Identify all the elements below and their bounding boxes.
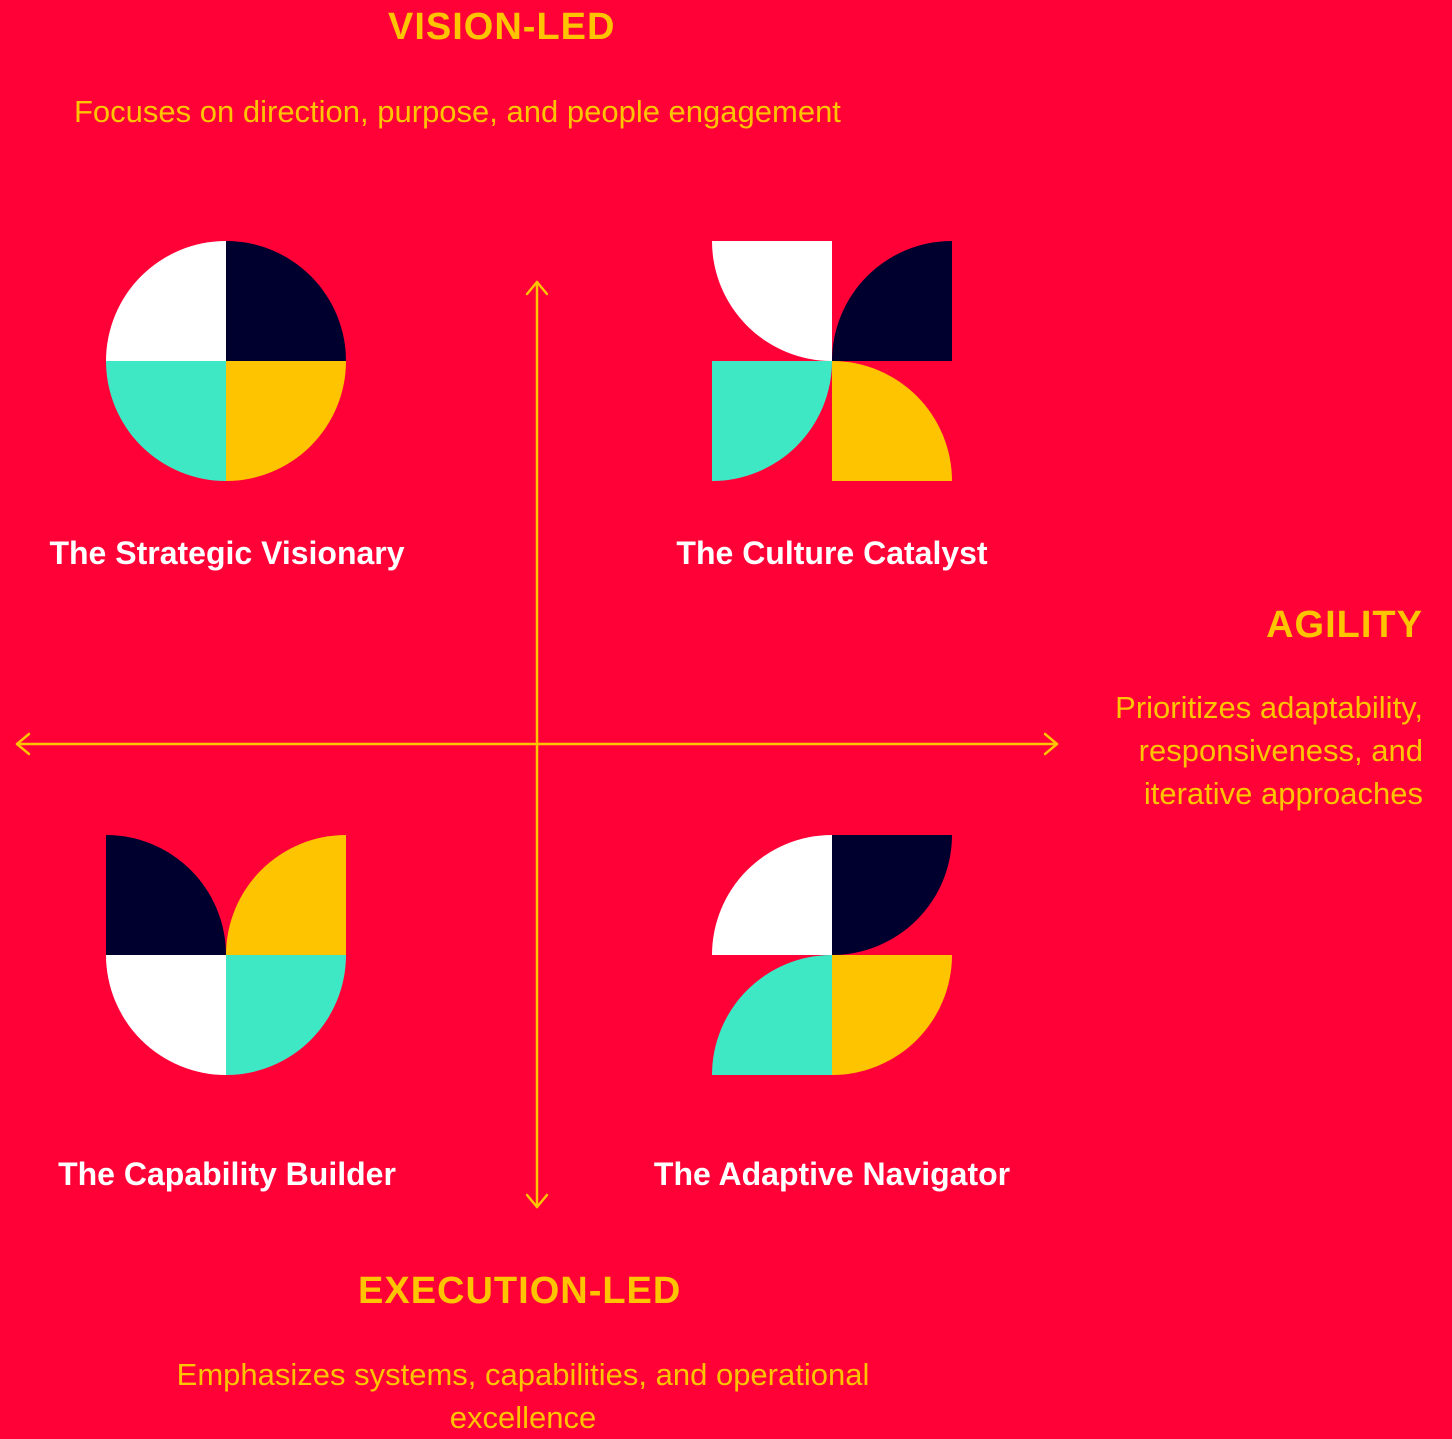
agility-description: Prioritizes adaptability, responsiveness…: [1115, 690, 1423, 811]
agility-title: AGILITY: [1266, 604, 1423, 646]
arrow-right-icon: [1043, 732, 1059, 756]
pinwheel-quarters-icon: [712, 241, 952, 481]
quadrant-label-strategic-visionary: The Strategic Visionary: [49, 535, 405, 571]
vision-led-title: VISION-LED: [388, 6, 616, 48]
full-circle-four-quarters-icon: [106, 241, 346, 481]
arrow-down-icon: [525, 1193, 549, 1209]
arrow-left-icon: [15, 732, 31, 756]
arrow-up-icon: [525, 280, 549, 296]
execution-led-title: EXECUTION-LED: [358, 1270, 682, 1312]
leaf-quarters-icon: [106, 835, 346, 1075]
quadrant-label-culture-catalyst: The Culture Catalyst: [676, 535, 988, 571]
quadrant-label-adaptive-navigator: The Adaptive Navigator: [653, 1156, 1011, 1192]
execution-led-description: Emphasizes systems, capabilities, and op…: [176, 1357, 870, 1435]
vision-led-description: Focuses on direction, purpose, and peopl…: [74, 94, 841, 129]
s-shape-quarters-icon: [712, 835, 952, 1075]
horizontal-axis: [15, 732, 1059, 756]
quadrant-label-capability-builder: The Capability Builder: [58, 1156, 396, 1192]
